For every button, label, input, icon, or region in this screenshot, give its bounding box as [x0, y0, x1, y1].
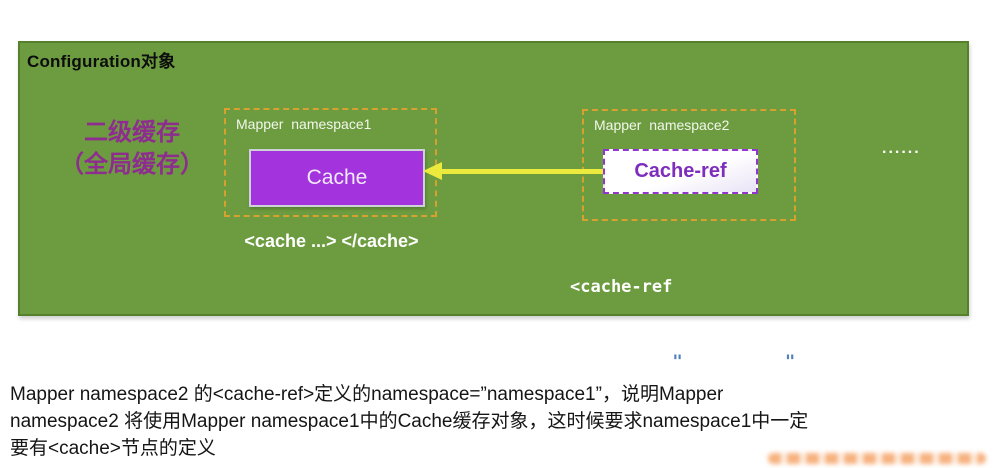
cache-ref-code-line1: <cache-ref [570, 277, 673, 297]
watermark [768, 453, 986, 464]
more-namespaces-ellipsis: ...... [882, 140, 921, 157]
code-open-quote: " [672, 352, 683, 372]
panel-title: Configuration对象 [27, 52, 176, 71]
caption-line2: namespace2 将使用Mapper namespace1中的Cache缓存… [10, 411, 809, 432]
side-label-line2: （全局缓存） [60, 151, 204, 178]
code-close-quote: " [784, 352, 796, 372]
caption-line3: 要有<cache>节点的定义 [10, 438, 216, 459]
side-label-line1: 二级缓存 [84, 119, 180, 146]
code-tag-close: > [795, 352, 806, 372]
cache-box: Cache [249, 149, 425, 207]
cache-ref-to-cache-arrowhead-icon [423, 162, 442, 180]
cache-ref-code-line3: </cache-ref> [570, 427, 693, 447]
caption-paragraph: Mapper namespace2 的<cache-ref>定义的namespa… [10, 381, 994, 462]
mapper-namespace2-label: Mapper namespace2 [594, 117, 730, 133]
cache-ref-code-line2: namespace="namespace1"> [570, 350, 805, 375]
cache-ref-to-cache-arrow-line [441, 169, 603, 174]
cache-ref-xml-snippet: <cache-ref namespace="namespace1"> </cac… [570, 225, 805, 468]
configuration-panel: Configuration对象 二级缓存 （全局缓存） Mapper names… [18, 41, 969, 447]
secondary-cache-label: 二级缓存 （全局缓存） [32, 117, 232, 181]
mapper-namespace1-label: Mapper namespace1 [236, 116, 372, 132]
code-attr-name: namespace= [570, 352, 673, 372]
code-attr-value: namespace1 [682, 352, 785, 372]
caption-line1: Mapper namespace2 的<cache-ref>定义的namespa… [10, 384, 724, 405]
cache-ref-box: Cache-ref [603, 149, 758, 194]
cache-xml-snippet: <cache ...> </cache> [244, 231, 419, 251]
mapper-namespace2-box: Mapper namespace2 [582, 109, 796, 221]
mapper-namespace1-box: Mapper namespace1 [224, 108, 437, 217]
